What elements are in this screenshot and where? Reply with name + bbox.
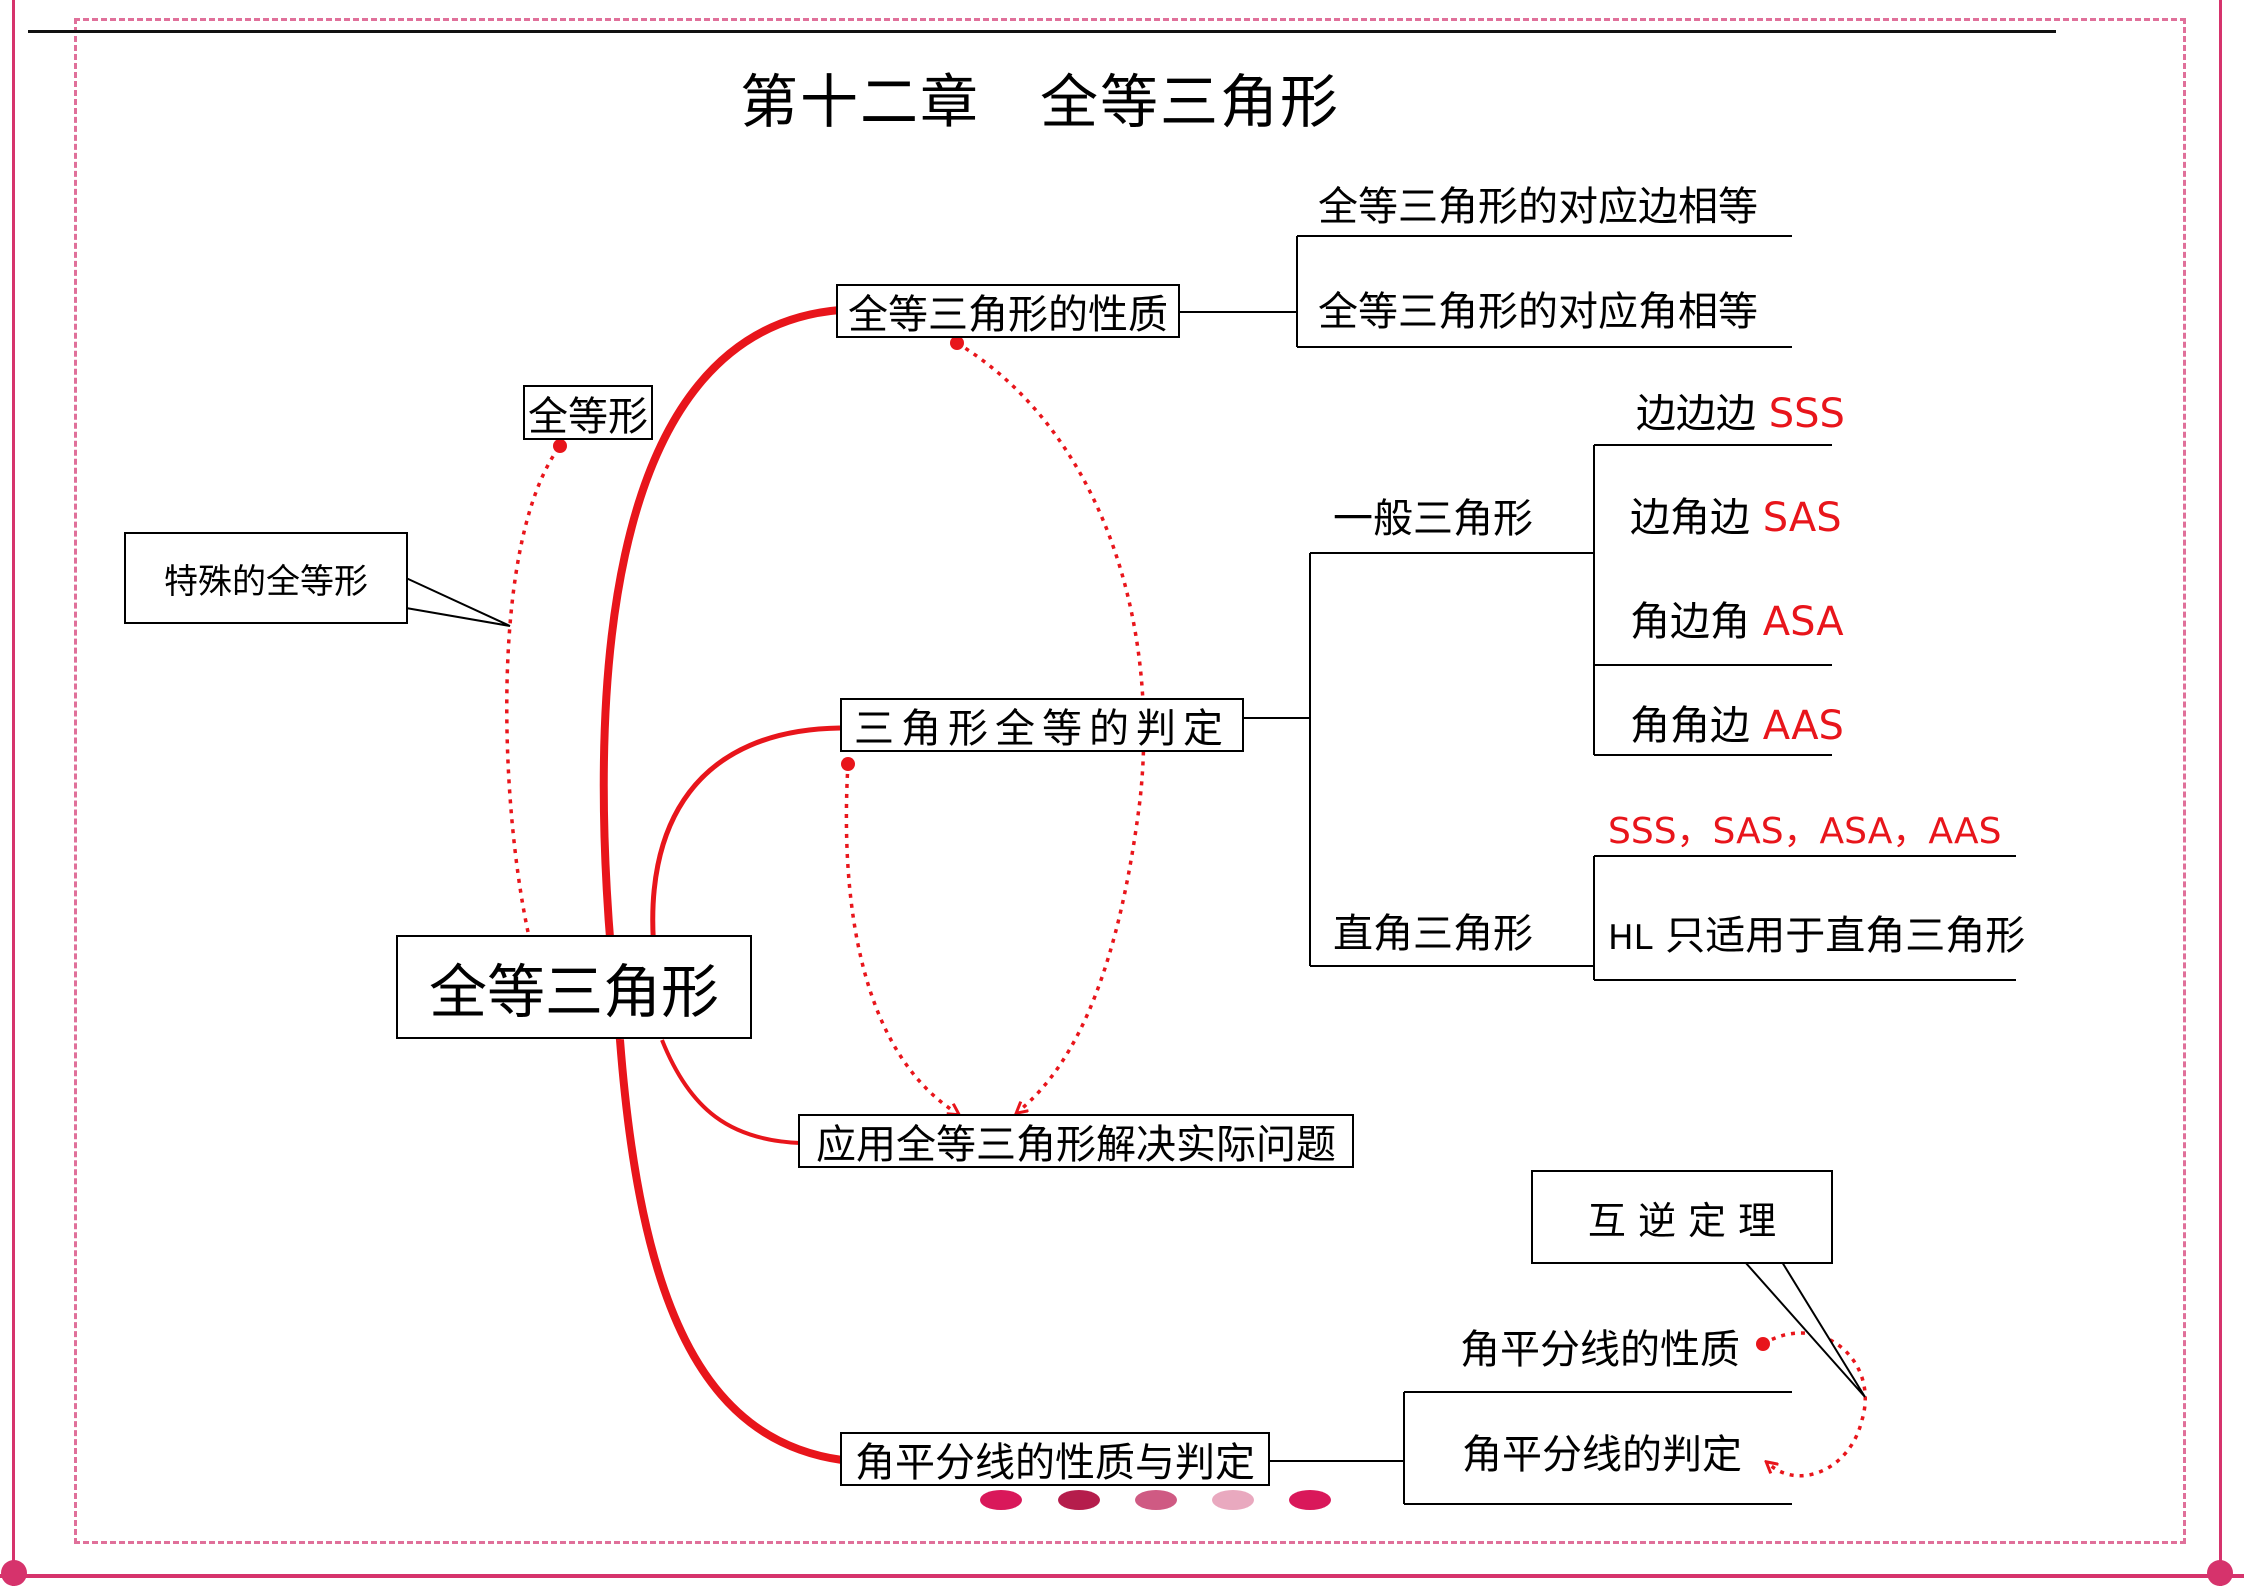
top-rule	[28, 30, 2056, 33]
congruent-shape-node: 全等形	[523, 385, 653, 440]
decorative-dot-icon	[1135, 1490, 1177, 1510]
corner-dot-icon	[2207, 1560, 2233, 1586]
arc-start-dot-icon	[553, 439, 567, 453]
page-title: 第十二章 全等三角形	[739, 68, 1340, 136]
callout-pointer-converse	[1744, 1261, 1866, 1398]
special-callout: 特殊的全等形	[124, 532, 408, 624]
curve-to-bisector	[616, 1039, 843, 1464]
dotted-arc-bisector	[1762, 1331, 1867, 1478]
frame-bottom-border	[0, 1574, 2244, 1578]
frame-left-border	[12, 0, 15, 1586]
arc-start-dot-icon	[950, 336, 964, 350]
arc-start-dot-icon	[841, 757, 855, 771]
converse-theorem-callout: 互 逆 定 理	[1531, 1170, 1833, 1264]
corner-dot-icon	[1, 1560, 27, 1586]
curve-to-criteria	[650, 725, 841, 961]
general-triangle-label: 一般三角形	[1333, 496, 1533, 542]
bisector-item: 角平分线的性质	[1460, 1327, 1740, 1373]
property-item: 全等三角形的对应角相等	[1318, 289, 1758, 335]
criterion-item: 边角边 SAS	[1630, 495, 1842, 541]
decorative-dot-icon	[1212, 1490, 1254, 1510]
bisector-item: 角平分线的判定	[1462, 1432, 1742, 1478]
right-triangle-label: 直角三角形	[1333, 911, 1533, 957]
hl-rule: HL 只适用于直角三角形	[1608, 913, 2026, 959]
decorative-dot-icon	[1289, 1490, 1331, 1510]
properties-node: 全等三角形的性质	[836, 284, 1180, 338]
criterion-item: 角角边 AAS	[1630, 703, 1844, 749]
criterion-item: 边边边 SSS	[1636, 391, 1845, 437]
curve-to-properties	[599, 306, 841, 1041]
root-node: 全等三角形	[396, 935, 752, 1039]
dotted-arc-criteria-to-application	[844, 763, 955, 1112]
bisector-node: 角平分线的性质与判定	[840, 1432, 1270, 1486]
property-item: 全等三角形的对应边相等	[1318, 184, 1758, 230]
decorative-dot-icon	[1058, 1490, 1100, 1510]
criteria-node: 三角形全等的判定	[840, 698, 1244, 752]
curve-to-application	[660, 1039, 801, 1145]
callout-pointer-special	[405, 577, 511, 627]
dotted-arc-properties-to-application	[956, 341, 1146, 1110]
dotted-arc-special	[505, 444, 562, 933]
arc-start-dot-icon	[1756, 1337, 1770, 1351]
dashed-inner-frame	[74, 18, 2186, 1544]
application-node: 应用全等三角形解决实际问题	[798, 1114, 1354, 1168]
frame-right-border	[2219, 0, 2222, 1586]
criterion-item: 角边角 ASA	[1630, 599, 1844, 645]
right-triangle-codes: SSS，SAS，ASA，AAS	[1608, 811, 2002, 852]
decorative-dot-icon	[980, 1490, 1022, 1510]
